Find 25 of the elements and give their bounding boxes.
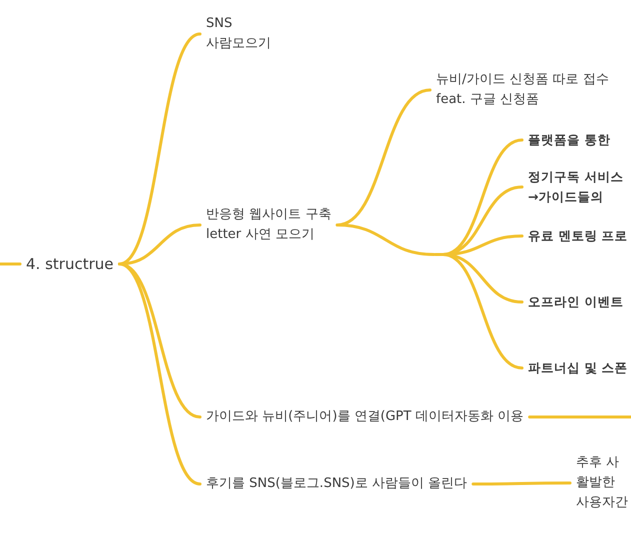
topic-label: 정기구독 서비스	[528, 168, 624, 186]
topic-label: 파트너십 및 스폰	[528, 359, 628, 377]
topic-label: feat. 구글 신청폼	[436, 91, 540, 109]
branch-line	[118, 262, 202, 486]
topic-label: 플랫폼을 통한	[528, 131, 610, 149]
topic-label: 뉴비/가이드 신청폼 따로 접수	[436, 71, 609, 89]
branch-line	[442, 253, 524, 370]
topic-label: 유료 멘토링 프로	[528, 227, 628, 245]
branch-line	[336, 224, 436, 256]
branch-line	[472, 482, 572, 486]
topic-label: 사람모으기	[206, 35, 271, 53]
topic-label: letter 사연 모으기	[206, 226, 314, 244]
topic-label: 추후 사	[576, 454, 620, 472]
topic-label: 후기를 SNS(블로그.SNS)로 사람들이 올린다	[206, 475, 468, 493]
empty-topic-bar	[434, 253, 443, 256]
topic-label: 가이드와 뉴비(주니어)를 연결(GPT 데이터자동화 이용	[206, 408, 524, 426]
topic-label: 반응형 웹사이트 구축	[206, 206, 332, 224]
topic-label: 사용자간	[576, 494, 628, 512]
branch-line	[528, 416, 631, 418]
topic-label: 오프라인 이벤트	[528, 293, 624, 311]
topic-label: 4. structrue	[26, 254, 114, 274]
topic-label: SNS	[206, 15, 232, 33]
topic-label: →가이드들의	[528, 188, 604, 206]
topic-label: 활발한	[576, 474, 615, 492]
branch-line	[0, 262, 22, 266]
